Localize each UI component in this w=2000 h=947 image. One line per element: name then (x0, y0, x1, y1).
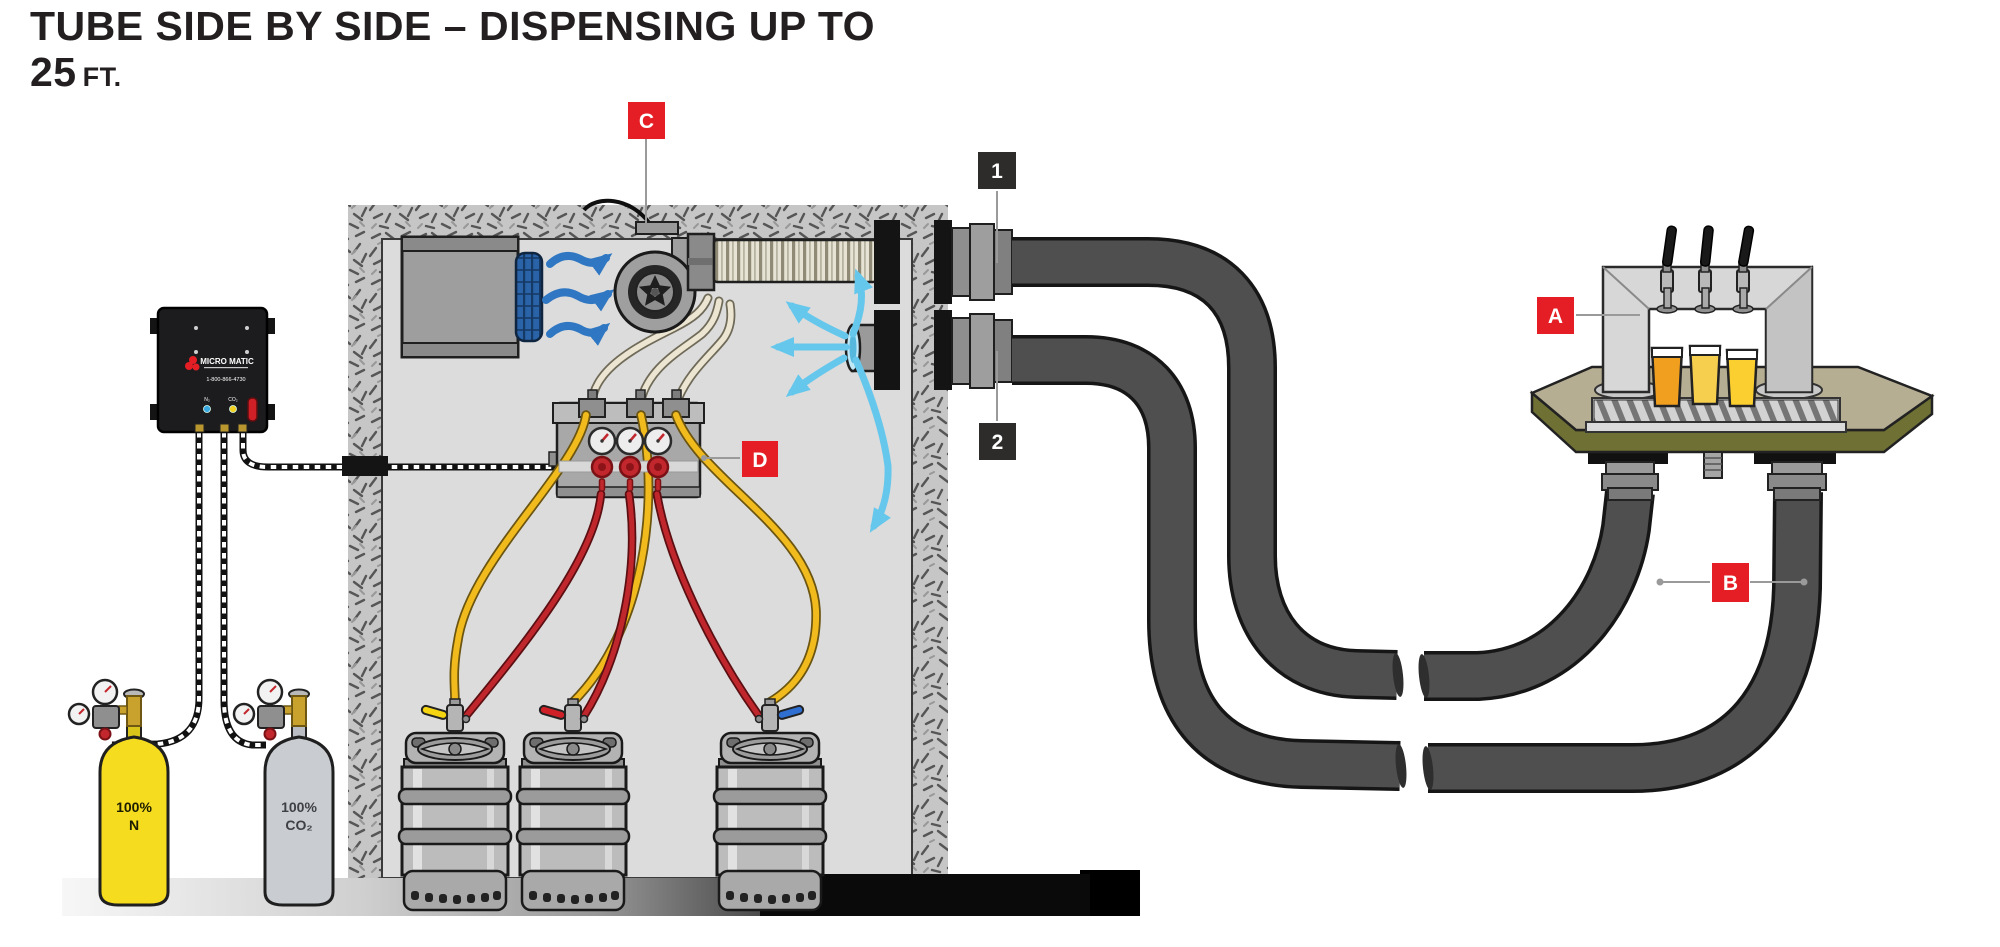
tap-handle (1662, 225, 1677, 267)
pass-through-tower (1601, 265, 1814, 394)
beer-glass-3 (1725, 348, 1759, 408)
evaporator-coil (514, 251, 544, 343)
badge-2: 2 (979, 423, 1016, 460)
cold-airflow-arrows (542, 251, 615, 346)
keg-3 (712, 731, 828, 912)
faucet (1694, 225, 1716, 314)
evaporator-unit (400, 235, 544, 359)
co2-label-line1: 100% (281, 799, 317, 815)
leader-dot (1800, 578, 1808, 586)
nitrogen-regulator (67, 678, 145, 741)
badge-1: 1 (978, 152, 1016, 189)
corrugated-duct (712, 238, 878, 284)
fan-blades-icon (638, 275, 672, 306)
co2-label-line2: CO₂ (285, 817, 312, 833)
leader-dot (1656, 578, 1664, 586)
keg-1 (397, 731, 513, 912)
leader-dot (701, 455, 707, 461)
badge-b-label: B (1723, 572, 1738, 595)
co2-cylinder: 100% CO₂ (263, 719, 335, 907)
badge-2-label: 2 (992, 431, 1004, 454)
faucet (1732, 225, 1755, 314)
badge-d: D (742, 441, 778, 477)
keg-coupler-red (538, 698, 589, 732)
tap-handle (1699, 225, 1714, 267)
beer-glass-1 (1650, 346, 1684, 408)
blender-right-port-label: CO₂ (228, 397, 238, 403)
title-line-1: TUBE SIDE BY SIDE – DISPENSING UP TO (30, 3, 876, 49)
tower-mounting-bolt (1703, 451, 1723, 479)
keg-coupler-blue (754, 698, 805, 732)
gas-lines-yellow (449, 410, 821, 707)
badge-a-label: A (1548, 305, 1563, 328)
beer-glass-2 (1688, 344, 1722, 406)
return-airflow-arrows (770, 268, 892, 533)
keg-coupler-yellow (420, 698, 471, 732)
regulator-braided-hoses (111, 432, 266, 749)
wall-penetration-fittings (874, 220, 1013, 390)
regulator-valve (590, 455, 670, 492)
gas-blender-box: MICRO MATIC 1-800-866-4730 N₂ CO₂ (150, 306, 275, 434)
nitrogen-indicator-light (203, 405, 211, 413)
mixed-gas-braided-line (239, 432, 560, 476)
manifold-gauges-valves (558, 426, 699, 492)
beer-lines-red (461, 489, 764, 721)
keg-2 (515, 731, 631, 912)
leader-lines (645, 139, 1804, 583)
co2-indicator-light (229, 405, 237, 413)
badge-b: B (1712, 563, 1749, 602)
nitrogen-cylinder: 100% N (98, 719, 170, 907)
badge-c: C (628, 102, 665, 139)
co2-regulator (232, 678, 310, 741)
trunk-line-1 (1012, 237, 1655, 701)
tower-base-collars (1588, 450, 1836, 501)
beer-lines-to-trunk (587, 293, 736, 410)
trunk-line-break-caps (1392, 653, 1434, 790)
nitrogen-label-line1: 100% (116, 799, 152, 815)
badge-1-label: 1 (991, 160, 1003, 183)
blender-brand: MICRO MATIC (200, 357, 254, 366)
title-distance-value: 25 (30, 49, 77, 96)
title-distance-unit: FT. (82, 62, 122, 93)
blender-left-port-label: N₂ (204, 397, 210, 403)
badge-c-label: C (639, 110, 654, 133)
faucet (1656, 225, 1678, 314)
tap-handle (1738, 225, 1755, 267)
trunk-line-2 (1012, 335, 1823, 793)
beer-faucets (1656, 225, 1755, 314)
nitrogen-label-line2: N (129, 817, 139, 833)
badge-d-label: D (752, 449, 767, 472)
trunk-blower-fan (582, 198, 878, 334)
blower-power-cable (582, 198, 652, 226)
power-switch (247, 397, 258, 422)
badge-a: A (1537, 297, 1574, 334)
pressure-gauge (587, 426, 673, 456)
blender-phone: 1-800-866-4730 (206, 377, 245, 383)
